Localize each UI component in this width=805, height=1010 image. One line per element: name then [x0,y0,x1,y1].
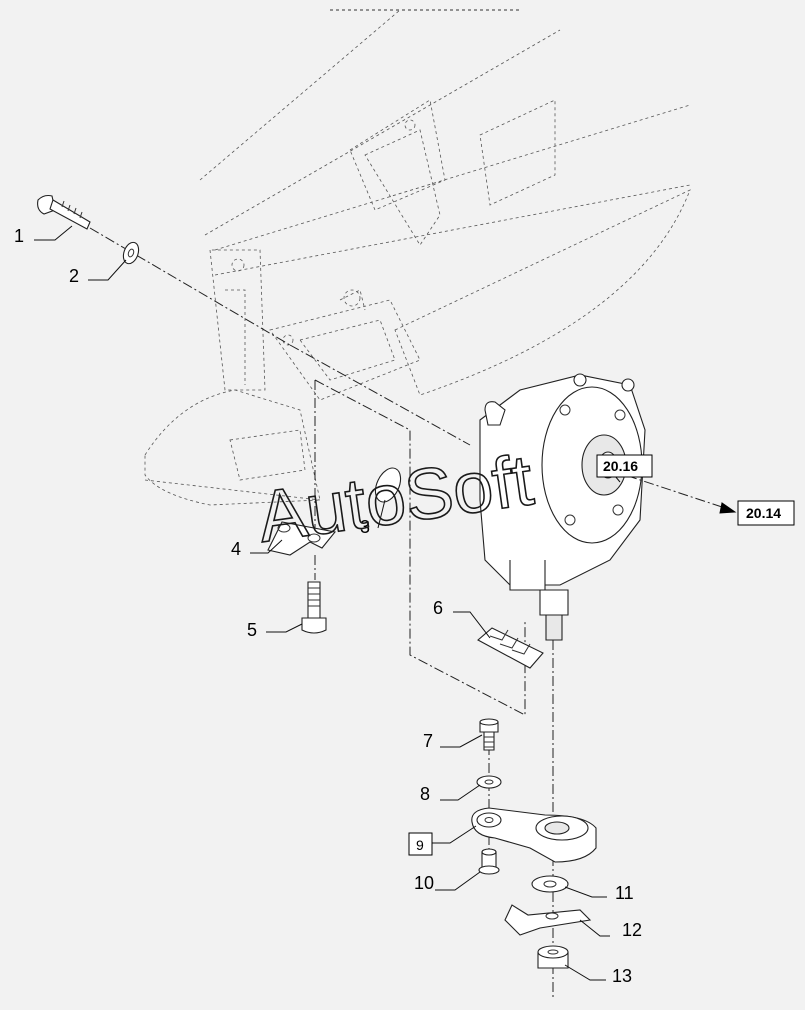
gearbox-flange-holes [559,404,626,526]
callout-leaders [34,225,621,981]
callout-5: 5 [247,620,257,640]
callout-6: 6 [433,598,443,618]
callout-11: 11 [615,883,634,903]
part-7-screw [479,718,499,751]
callout-12: 12 [622,920,642,940]
arrow-head-icon [719,502,737,514]
callout-10: 10 [414,873,434,893]
reference-20-16-label: 20.16 [603,458,638,474]
reference-box-20-16[interactable]: 20.16 [596,454,653,478]
part-12-lock-plate [504,904,592,936]
callout-8: 8 [420,784,430,804]
part-5-bolt [301,581,327,634]
assembly-lines [89,227,726,1000]
part-6-rubber-block [477,627,544,669]
callout-labels: 1 2 3 4 5 6 7 8 9 10 11 12 13 [14,226,642,986]
part-13-nut [537,945,569,969]
callout-4: 4 [231,539,241,559]
callout-2: 2 [69,266,79,286]
part-8-washer [476,775,502,789]
callout-13: 13 [612,966,632,986]
part-1-bolt [37,194,91,230]
callout-7: 7 [423,731,433,751]
part-3-clip [374,467,402,503]
reference-box-20-14[interactable]: 20.14 [737,500,795,526]
part-4-bracket-plate [267,521,337,556]
part-11-washer [531,875,569,893]
chassis-frame [144,9,691,506]
callout-3: 3 [360,517,370,537]
part-2-washer [122,241,140,265]
callout-9-box [408,832,433,856]
part-9-steering-arm [471,807,597,863]
reference-20-14-label: 20.14 [746,505,781,521]
callout-9: 9 [416,837,424,853]
gearbox-housing [479,373,646,641]
callout-1: 1 [14,226,24,246]
part-10-bushing [478,848,500,875]
